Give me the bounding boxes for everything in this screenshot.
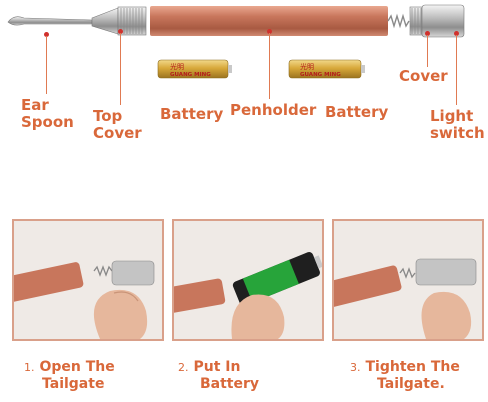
product-exploded-view: 光明 GUANG MING 光明 GUANG MING [7,4,465,79]
spring-part [387,13,410,29]
label-ear-spoon: Ear Spoon [21,97,74,131]
step1-photo [12,219,164,341]
label-light-switch-line2: switch [430,124,485,142]
battery-left-image: 光明 GUANG MING [157,59,232,79]
leader-line [456,35,457,105]
step-text-line2: Battery [200,376,260,392]
step3-photo [332,219,484,341]
label-light-switch: Light switch [430,108,485,142]
label-battery-left: Battery [160,105,224,123]
label-ear-spoon-line1: Ear [21,96,49,114]
cover-part [409,4,465,38]
step-text-line1: Open The [39,359,115,375]
label-light-switch-line1: Light [430,107,474,125]
battery-brand: GUANG MING [170,72,211,78]
leader-dot [267,29,272,34]
label-cover: Cover [399,67,448,85]
label-ear-spoon-line2: Spoon [21,113,74,131]
step-number: 1. [24,361,35,374]
step-2-caption: 2. Put In Battery [178,359,259,392]
label-battery-right: Battery [325,103,389,121]
penholder-part [150,6,388,36]
battery-brand-cn: 光明 [170,62,184,71]
leader-dot [454,31,459,36]
ear-spoon-part [7,16,93,26]
step-text-line2: Tailgate [42,376,105,392]
step2-photo [172,219,324,341]
step-text-line2: Tailgate. [377,376,445,392]
leader-dot [118,29,123,34]
step-3-caption: 3. Tighten The Tailgate. [350,359,460,392]
step-1-caption: 1. Open The Tailgate [24,359,115,392]
leader-line [46,36,47,94]
leader-dot [425,31,430,36]
label-top-cover-line1: Top [93,107,123,125]
step-number: 3. [350,361,361,374]
step-number: 2. [178,361,189,374]
label-top-cover-line2: Cover [93,124,142,142]
label-penholder: Penholder [230,101,317,119]
battery-brand: GUANG MING [300,72,341,78]
leader-line [269,33,270,99]
step-text-line1: Tighten The [365,359,460,375]
leader-dot [44,32,49,37]
label-top-cover: Top Cover [93,108,142,142]
battery-brand-cn: 光明 [300,62,314,71]
battery-right-image: 光明 GUANG MING [288,59,365,79]
step-text-line1: Put In [193,359,241,375]
leader-line [120,33,121,105]
leader-line [427,35,428,67]
